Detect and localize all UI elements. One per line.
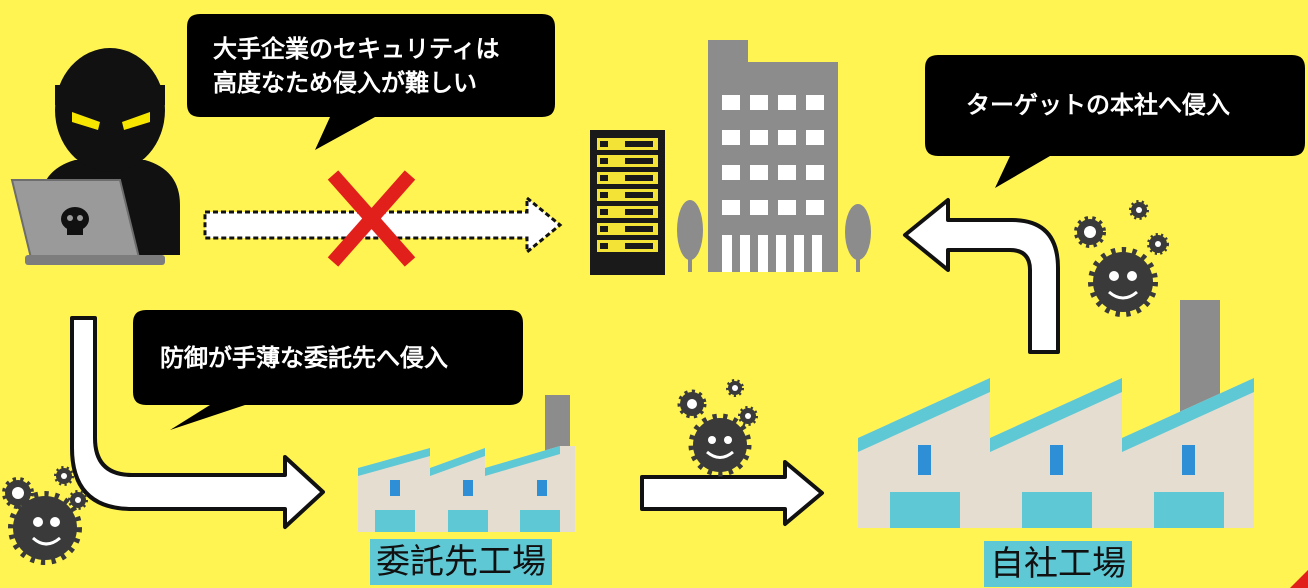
virus-icon: [688, 413, 752, 477]
virus-icon: [1074, 216, 1106, 248]
speech-bubble-middle-left: [133, 310, 523, 430]
virus-icon: [68, 490, 88, 510]
office-building-icon: [677, 40, 871, 272]
virus-icon: [8, 491, 82, 565]
speech-bubble-top-right: [925, 55, 1305, 188]
own-factory-caption: 自社工場: [984, 541, 1132, 587]
arrow-to-own-factory: [640, 460, 824, 526]
bubble-middle-left-text: 防御が手薄な委託先へ侵入: [160, 344, 448, 372]
server-rack-icon: [590, 130, 665, 275]
virus-icon: [726, 379, 744, 397]
arrow-to-headquarters: [903, 198, 1060, 354]
virus-icon: [54, 466, 74, 486]
bubble-top-left-line1: 大手企業のセキュリティは: [213, 35, 500, 63]
skull-icon: [61, 207, 89, 235]
virus-icon: [677, 389, 707, 419]
contractor-factory-icon: [358, 395, 575, 532]
virus-icon: [738, 406, 758, 426]
contractor-factory-caption: 委託先工場: [370, 539, 552, 585]
virus-icon: [1088, 247, 1158, 317]
virus-icon: [1129, 200, 1149, 220]
corner-accent: [1290, 570, 1308, 588]
red-x-icon: [327, 170, 416, 267]
bubble-top-left-line2: 高度なため侵入が難しい: [213, 69, 477, 97]
own-factory-icon: [858, 300, 1254, 528]
virus-icon: [2, 477, 34, 509]
speech-bubble-top-left: [187, 14, 555, 150]
arrow-to-contractor: [70, 316, 325, 529]
bubble-top-right-text: ターゲットの本社へ侵入: [966, 91, 1230, 119]
virus-icon: [1147, 233, 1169, 255]
